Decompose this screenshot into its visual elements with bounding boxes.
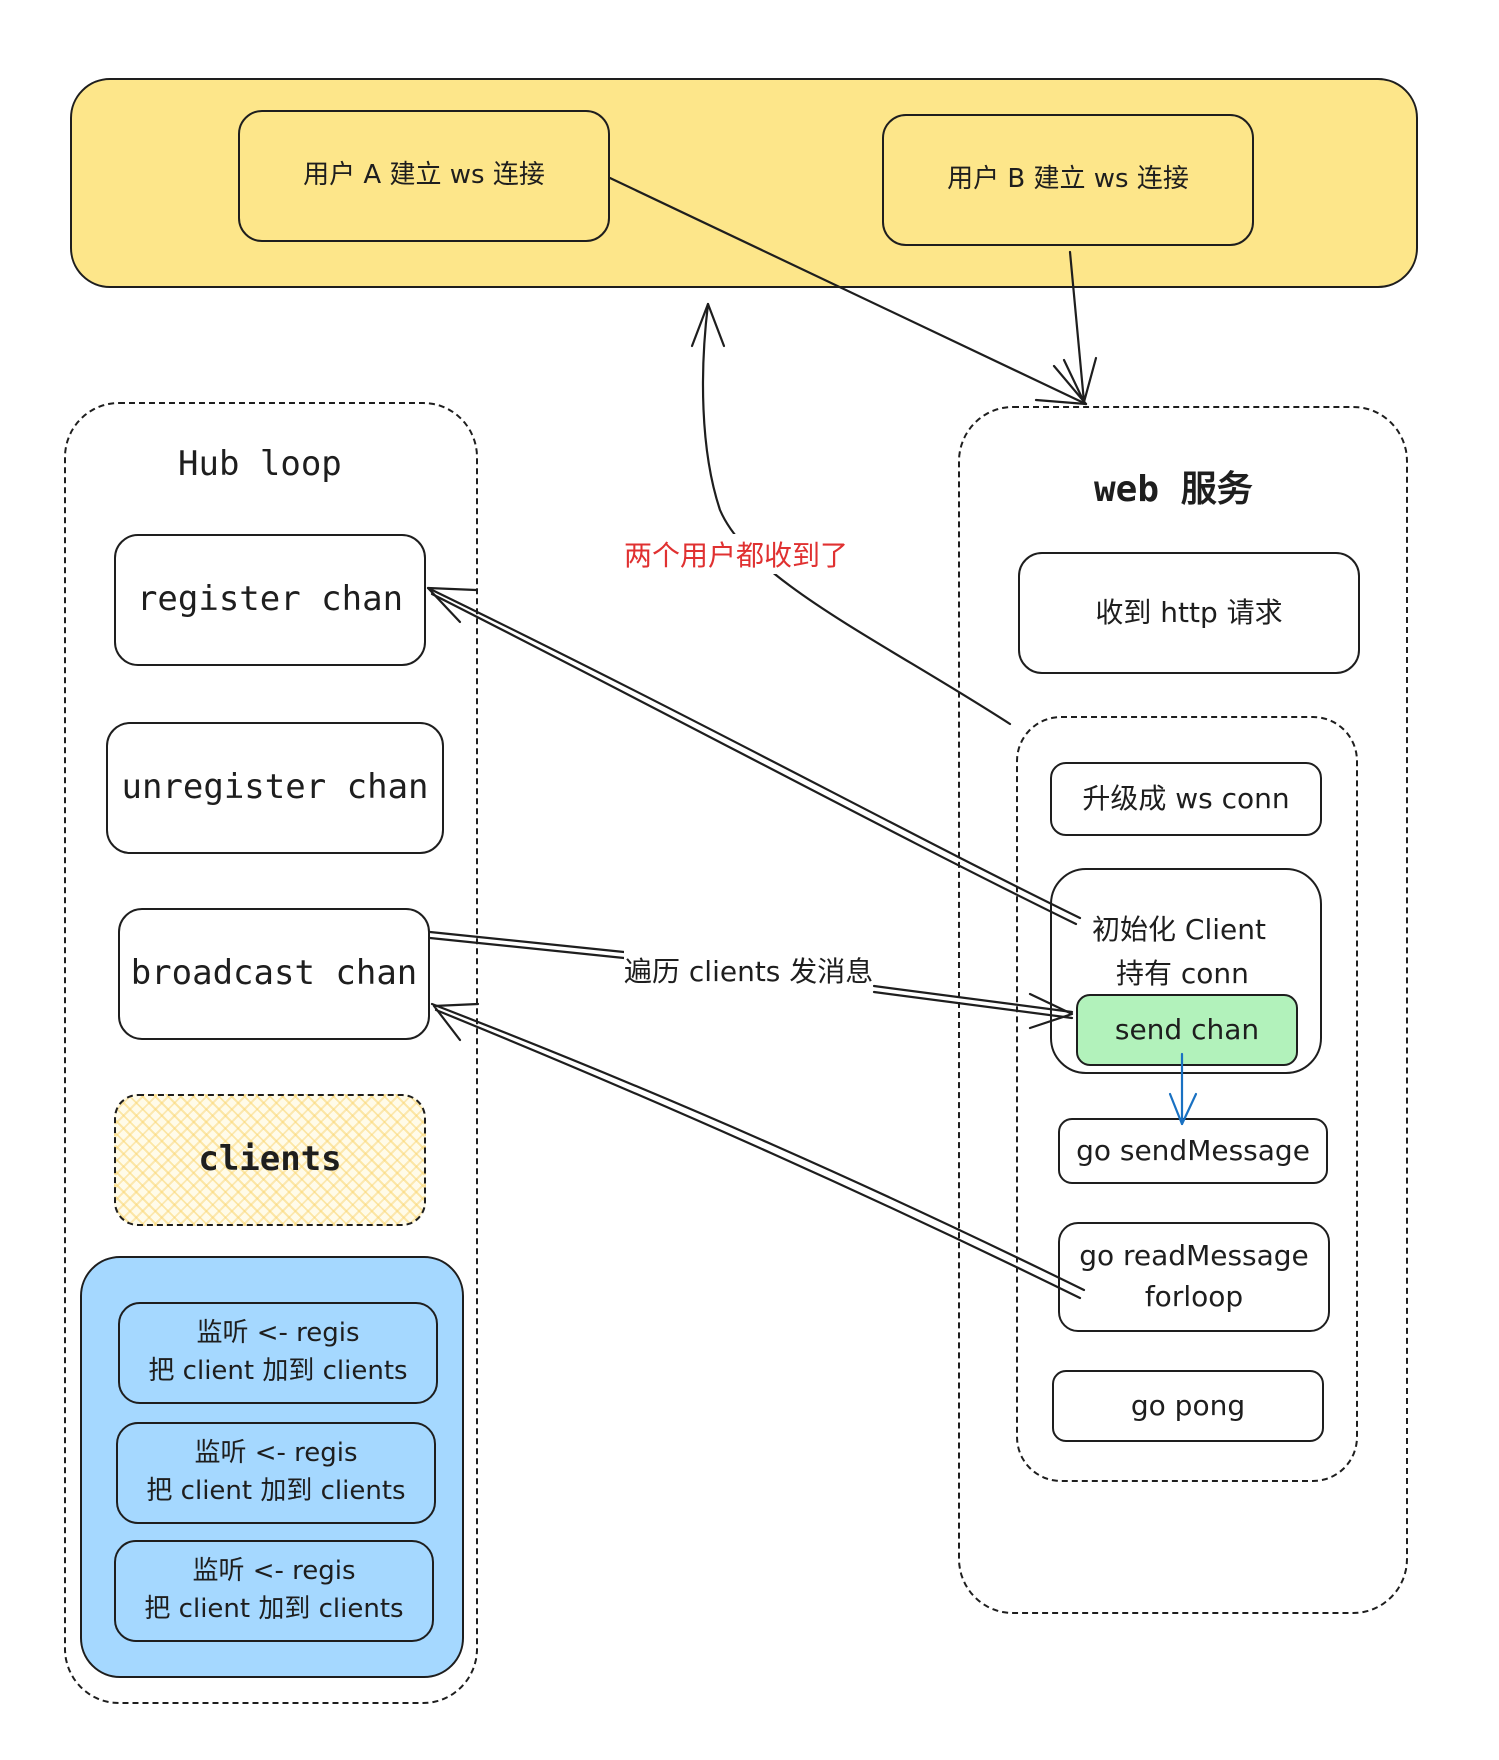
user-a-arrowhead [1034, 364, 1088, 406]
user-a-box[interactable]: 用户 A 建立 ws 连接 [238, 110, 610, 242]
both-received-label: 两个用户都收到了 [624, 534, 849, 574]
listener-2-line1: 监听 <- regis [194, 1438, 358, 1469]
send-chan-box[interactable]: send chan [1076, 994, 1298, 1066]
listener-1[interactable]: 监听 <- regis 把 client 加到 clients [118, 1302, 438, 1404]
read-message-box[interactable]: go readMessage forloop [1058, 1222, 1330, 1332]
listener-2[interactable]: 监听 <- regis 把 client 加到 clients [116, 1422, 436, 1524]
listener-1-line2: 把 client 加到 clients [148, 1356, 408, 1386]
http-request-box[interactable]: 收到 http 请求 [1018, 552, 1360, 674]
send-message-label: go sendMessage [1076, 1133, 1310, 1167]
pong-label: go pong [1130, 1388, 1246, 1422]
register-chan-box[interactable]: register chan [114, 534, 426, 666]
register-chan-label: register chan [136, 579, 404, 620]
web-service-title: web 服务 [1094, 469, 1253, 510]
listener-3-line1: 监听 <- regis [192, 1556, 356, 1587]
read-message-line1: go readMessage [1079, 1239, 1309, 1273]
read-message-line2: forloop [1144, 1280, 1244, 1313]
listener-2-line2: 把 client 加到 clients [146, 1476, 406, 1506]
user-b-arrowhead [1062, 356, 1098, 404]
init-client-box[interactable] [1050, 868, 1322, 1074]
user-a-label: 用户 A 建立 ws 连接 [303, 160, 545, 191]
listener-3-line2: 把 client 加到 clients [144, 1594, 404, 1624]
listener-1-line1: 监听 <- regis [196, 1318, 360, 1349]
broadcast-label: 遍历 clients 发消息 [624, 950, 874, 990]
clients-box[interactable]: clients [114, 1094, 426, 1226]
broadcast-chan-label: broadcast chan [130, 953, 418, 994]
send-message-box[interactable]: go sendMessage [1058, 1118, 1328, 1184]
unregister-chan-label: unregister chan [121, 767, 429, 808]
http-request-label: 收到 http 请求 [1095, 595, 1283, 629]
send-chan-label: send chan [1114, 1012, 1260, 1046]
init-client-line2: 持有 conn [1116, 957, 1249, 990]
broadcast-chan-box[interactable]: broadcast chan [118, 908, 430, 1040]
pong-box[interactable]: go pong [1052, 1370, 1324, 1442]
upgrade-label: 升级成 ws conn [1082, 781, 1290, 815]
clients-label: clients [198, 1139, 342, 1180]
both-received-arrowhead [690, 302, 726, 348]
upgrade-box[interactable]: 升级成 ws conn [1050, 762, 1322, 836]
user-b-box[interactable]: 用户 B 建立 ws 连接 [882, 114, 1254, 246]
unregister-chan-box[interactable]: unregister chan [106, 722, 444, 854]
listeners-container [80, 1256, 464, 1678]
listener-3[interactable]: 监听 <- regis 把 client 加到 clients [114, 1540, 434, 1642]
hub-loop-title: Hub loop [178, 444, 342, 484]
user-b-label: 用户 B 建立 ws 连接 [947, 164, 1189, 195]
init-client-line1: 初始化 Client [1092, 913, 1266, 946]
